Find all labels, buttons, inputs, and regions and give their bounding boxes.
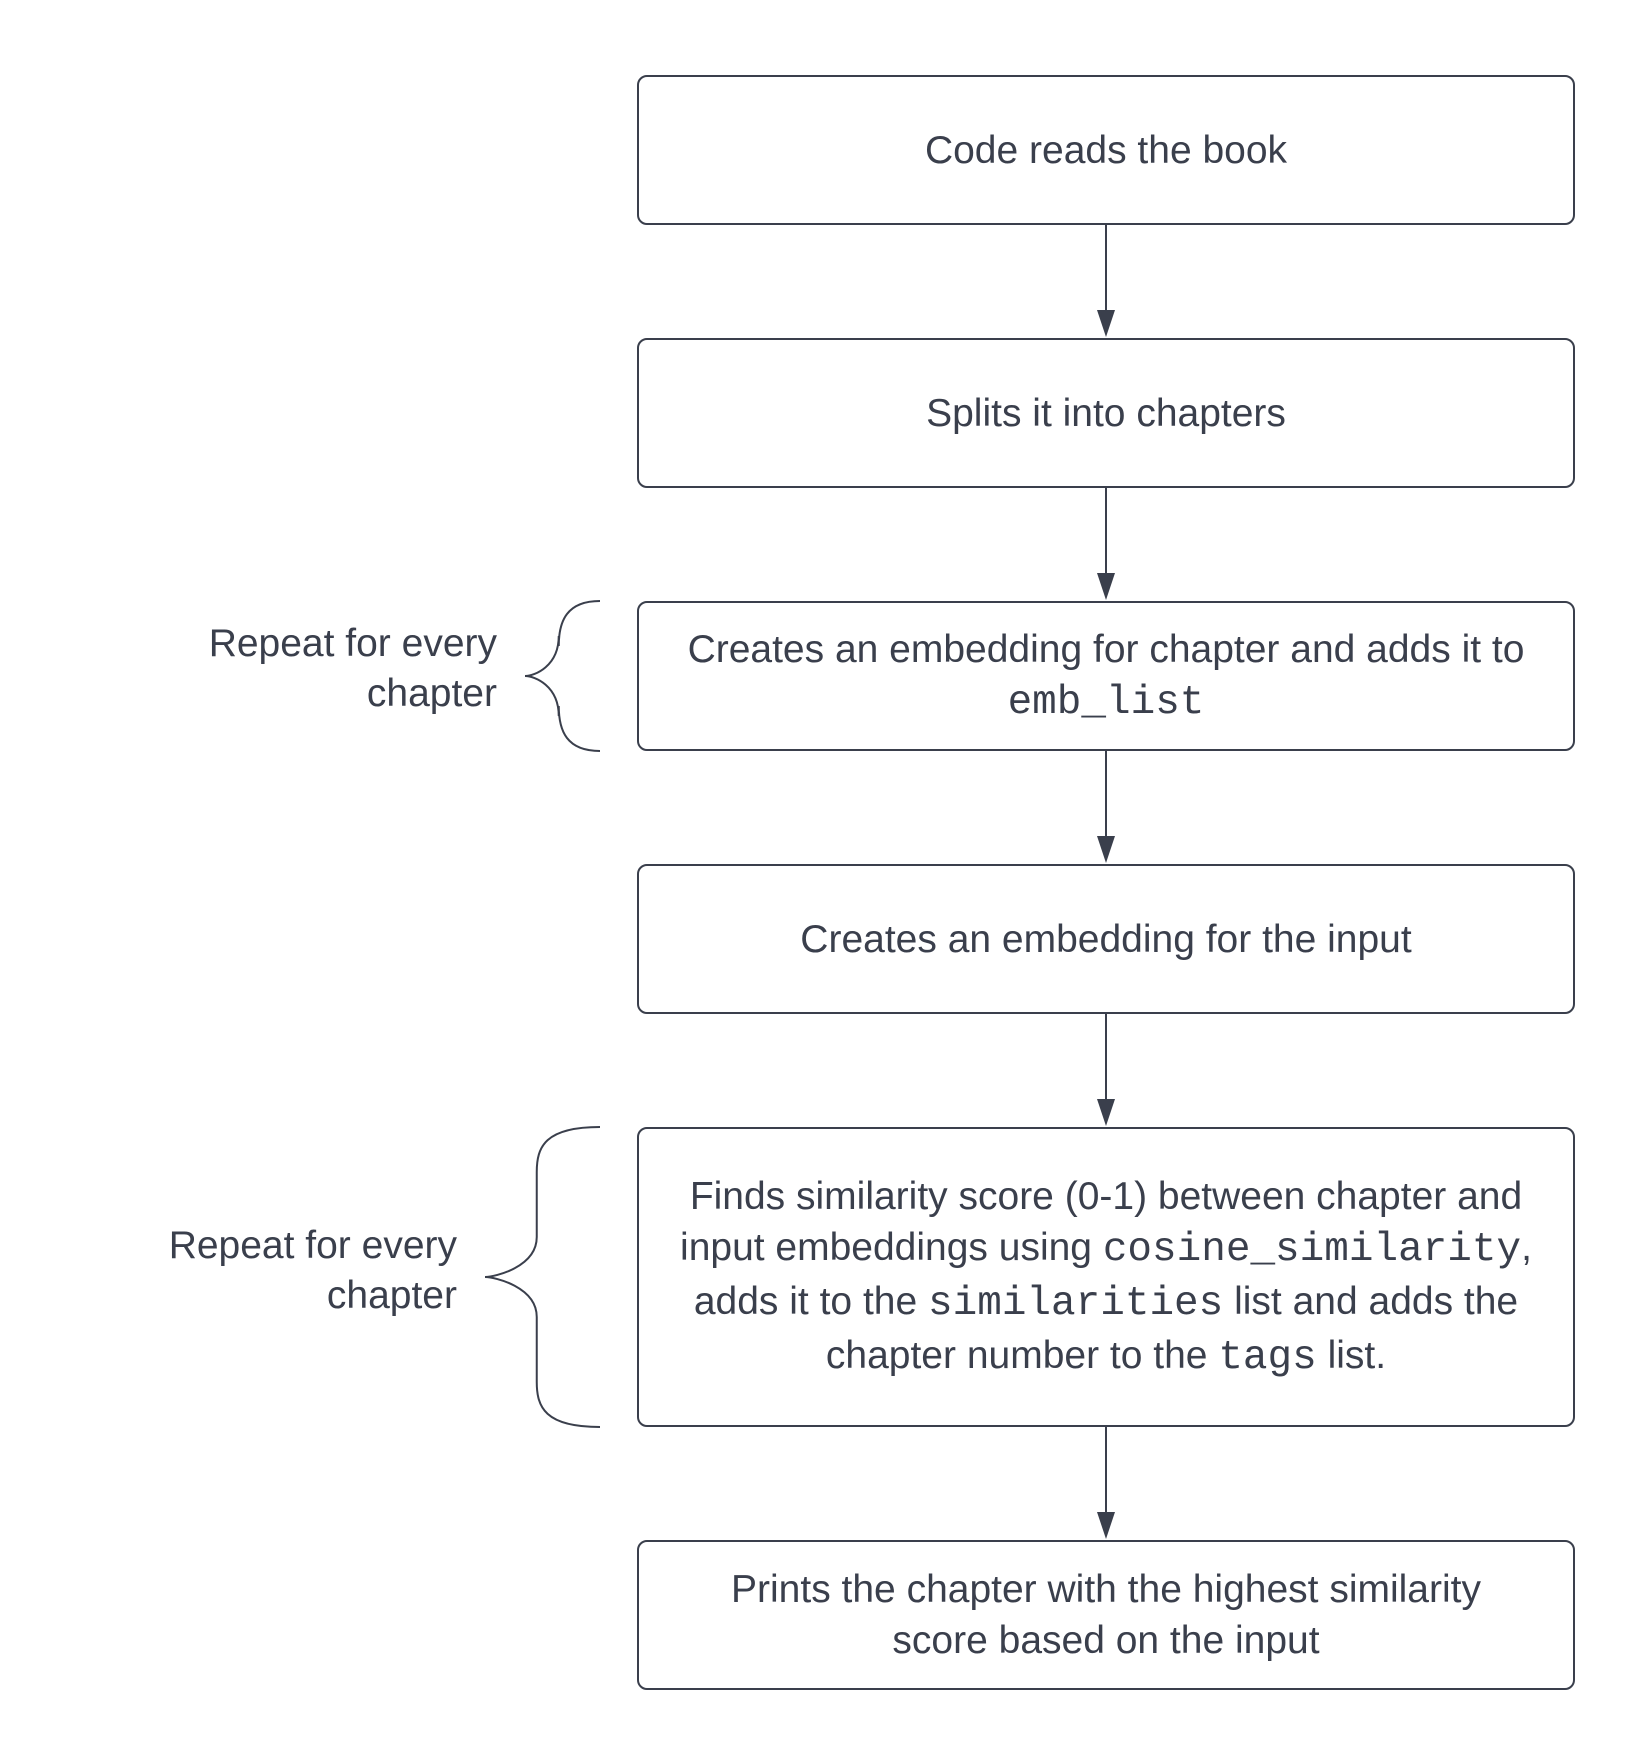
step-box-input-embedding: Creates an embedding for the input <box>637 864 1575 1014</box>
code-term: emb_list <box>1007 679 1205 726</box>
step-box-similarity-score: Finds similarity score (0-1) between cha… <box>637 1127 1575 1427</box>
step-box-split-chapters: Splits it into chapters <box>637 338 1575 488</box>
step-box-read-book: Code reads the book <box>637 75 1575 225</box>
step-text-run: , adds it to the <box>693 1225 1532 1323</box>
step-text-run: Splits it into chapters <box>926 391 1286 435</box>
repeat-note-1: Repeat for every chapter <box>130 619 497 719</box>
code-term: tags <box>1218 1334 1317 1381</box>
curly-brace-2 <box>484 1126 601 1428</box>
arrow-head-2 <box>1097 573 1115 600</box>
curly-brace-1 <box>524 600 601 752</box>
repeat-note-1-line-1: Repeat for every <box>208 622 497 665</box>
step-text-run: Finds similarity score (0-1) between cha… <box>680 1174 1523 1269</box>
step-text-run: list and adds the chapter number to the <box>825 1279 1519 1377</box>
step-text-split-chapters: Splits it into chapters <box>926 388 1286 439</box>
step-text-chapter-embedding: Creates an embedding for chapter and add… <box>669 624 1543 729</box>
step-text-print-result: Prints the chapter with the highest simi… <box>699 1564 1513 1666</box>
code-term: cosine_similarity <box>1102 1226 1522 1273</box>
step-text-input-embedding: Creates an embedding for the input <box>800 914 1411 965</box>
step-text-run: list. <box>1316 1333 1387 1377</box>
step-box-chapter-embedding: Creates an embedding for chapter and add… <box>637 601 1575 751</box>
step-text-run: Creates an embedding for the input <box>800 917 1412 961</box>
step-text-read-book: Code reads the book <box>925 125 1287 176</box>
step-box-print-result: Prints the chapter with the highest simi… <box>637 1540 1575 1690</box>
step-text-run: Creates an embedding for chapter and add… <box>687 627 1525 671</box>
code-term: similarities <box>928 1280 1224 1327</box>
repeat-note-2: Repeat for every chapter <box>100 1221 457 1321</box>
repeat-note-2-line-1: Repeat for every <box>168 1224 457 1267</box>
step-text-run: Prints the chapter with the highest simi… <box>731 1568 1481 1662</box>
step-text-similarity-score: Finds similarity score (0-1) between cha… <box>657 1171 1555 1384</box>
repeat-note-1-line-2: chapter <box>366 672 497 715</box>
arrow-head-3 <box>1097 836 1115 863</box>
arrow-head-5 <box>1097 1512 1115 1539</box>
arrow-head-1 <box>1097 310 1115 337</box>
step-text-run: Code reads the book <box>924 128 1288 172</box>
repeat-note-2-line-2: chapter <box>326 1274 457 1317</box>
arrow-head-4 <box>1097 1099 1115 1126</box>
